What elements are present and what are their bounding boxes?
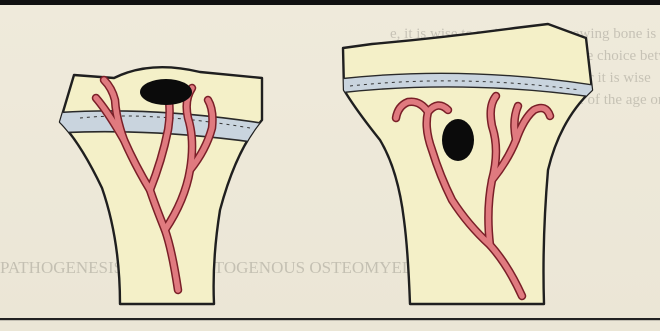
scan-border-top [0, 0, 660, 5]
scan-border-bottom [0, 318, 660, 320]
right-lesion [442, 119, 474, 161]
left-lesion [140, 79, 192, 105]
bleed-line-5: PATHOGENESIS OF HAEMATOGENOUS OSTEOMYELI… [0, 258, 443, 277]
